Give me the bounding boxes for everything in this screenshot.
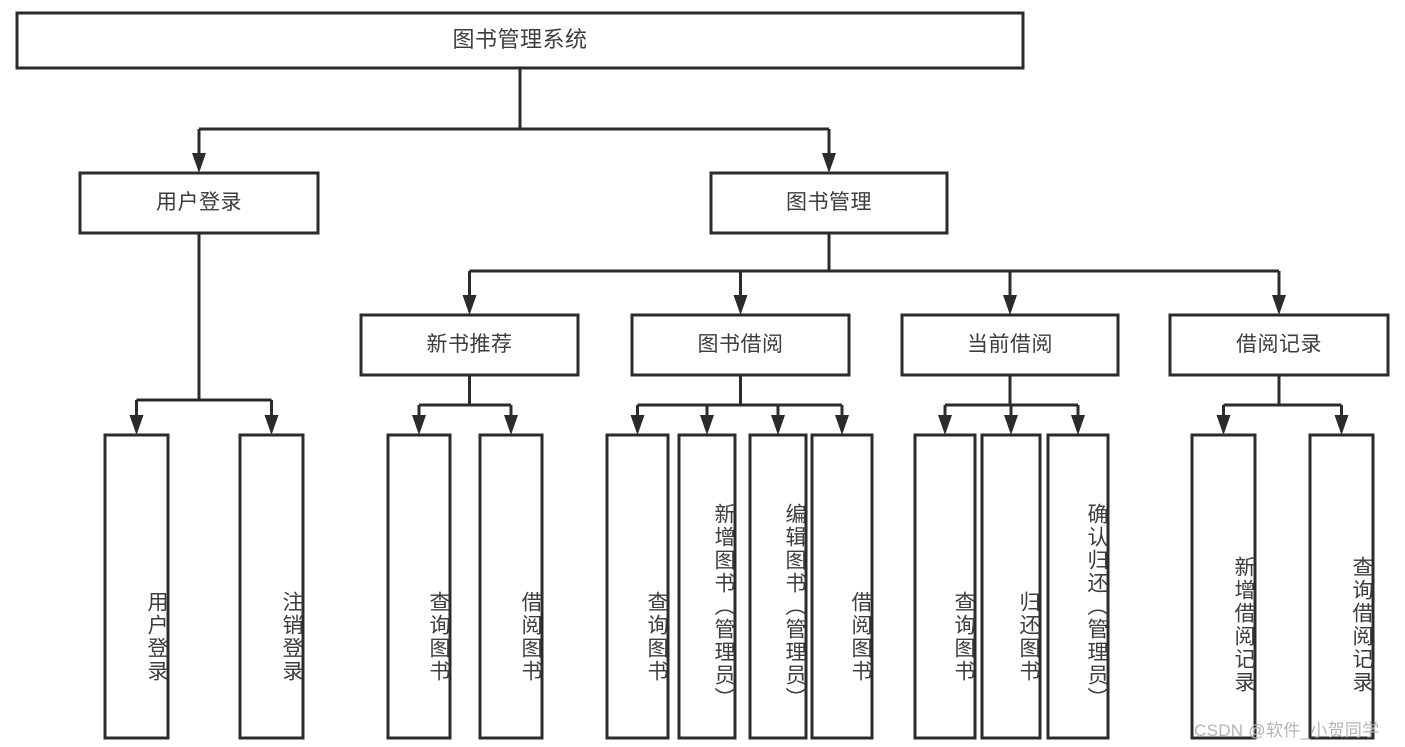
box-layer: [15, 11, 1390, 740]
node-box-l2-record[interactable]: [1168, 313, 1390, 377]
node-box-l3-e1[interactable]: [1190, 433, 1257, 740]
node-box-l3-a2[interactable]: [238, 433, 305, 740]
node-box-l3-c1[interactable]: [605, 433, 670, 740]
edge-layer: [129, 68, 1349, 435]
node-box-l3-c2[interactable]: [677, 433, 737, 740]
watermark-text: CSDN @软件_小贺同学: [1194, 721, 1380, 740]
arrow-head-icon: [1334, 415, 1349, 435]
arrow-head-icon: [630, 415, 645, 435]
arrow-head-icon: [412, 415, 426, 435]
arrow-head-icon: [771, 415, 785, 435]
arrow-head-icon: [192, 153, 206, 173]
node-box-l3-d1[interactable]: [913, 433, 977, 740]
arrow-head-icon: [504, 415, 518, 435]
node-box-l2-current[interactable]: [900, 313, 1120, 377]
node-box-l2-borrow[interactable]: [630, 313, 851, 377]
arrow-head-icon: [700, 415, 714, 435]
node-box-l3-a1[interactable]: [103, 433, 170, 740]
arrow-head-icon: [1216, 415, 1231, 435]
node-box-l3-c3[interactable]: [748, 433, 808, 740]
arrow-head-icon: [835, 415, 849, 435]
arrow-head-icon: [264, 415, 279, 435]
node-box-l3-d2[interactable]: [980, 433, 1042, 740]
node-box-l3-c4[interactable]: [810, 433, 874, 740]
arrow-head-icon: [733, 295, 748, 315]
arrow-head-icon: [129, 415, 144, 435]
node-box-l3-d3[interactable]: [1046, 433, 1110, 740]
node-box-l3-e2[interactable]: [1308, 433, 1375, 740]
node-box-root[interactable]: [15, 11, 1025, 70]
arrow-head-icon: [822, 153, 836, 173]
node-box-l1-bookmgmt[interactable]: [709, 171, 949, 235]
node-box-l2-newbook[interactable]: [359, 313, 580, 377]
node-box-l3-b2[interactable]: [478, 433, 544, 740]
node-box-l3-b1[interactable]: [386, 433, 452, 740]
arrow-head-icon: [462, 295, 477, 315]
arrow-head-icon: [1272, 295, 1286, 315]
node-box-l1-login[interactable]: [78, 171, 320, 235]
arrow-head-icon: [1003, 295, 1017, 315]
arrow-head-icon: [1004, 415, 1018, 435]
arrow-head-icon: [1071, 415, 1085, 435]
arrow-head-icon: [938, 415, 952, 435]
